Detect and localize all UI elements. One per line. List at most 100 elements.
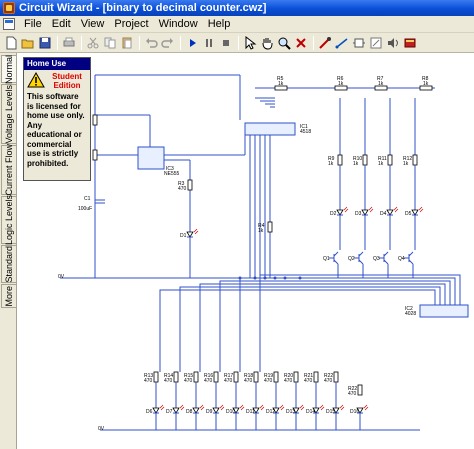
led-d10[interactable] (232, 407, 240, 414)
led-d10-rays[interactable] (239, 404, 245, 411)
resistor-r21[interactable] (313, 371, 319, 383)
led-d2-rays[interactable] (343, 206, 349, 213)
cut-icon[interactable] (85, 35, 100, 50)
tab-current-flow[interactable]: Current Flow (1, 144, 16, 196)
led-d4-rays[interactable] (393, 206, 399, 213)
led-d15-rays[interactable] (339, 404, 345, 411)
bundle-wire[interactable] (159, 289, 436, 372)
resistor-r8[interactable] (419, 85, 433, 91)
resistor-r12[interactable] (412, 154, 418, 166)
resistor-r20[interactable] (293, 371, 299, 383)
led-d16[interactable] (356, 407, 364, 414)
bundle-wire[interactable] (239, 277, 456, 372)
app-icon[interactable] (3, 2, 15, 14)
menu-project[interactable]: Project (114, 17, 149, 30)
led-d16-rays[interactable] (363, 404, 369, 411)
transistor-q1-collector[interactable] (333, 251, 339, 257)
print-icon[interactable] (61, 35, 76, 50)
save-icon[interactable] (37, 35, 52, 50)
led-d7-rays[interactable] (179, 404, 185, 411)
resistor-r15[interactable] (193, 371, 199, 383)
tab-normal[interactable]: Normal (1, 55, 16, 84)
led-d6[interactable] (152, 407, 160, 414)
menu-edit[interactable]: Edit (51, 17, 71, 30)
led-d11[interactable] (252, 407, 260, 414)
transistor-q4-emitter[interactable] (408, 259, 414, 265)
tab-standard[interactable]: Standard (1, 245, 16, 283)
led-d8[interactable] (192, 407, 200, 414)
junction-dot[interactable] (238, 276, 242, 280)
junction-dot[interactable] (283, 276, 287, 280)
resistor-r22[interactable] (333, 371, 339, 383)
part-icon[interactable] (368, 35, 383, 50)
led-d11-rays[interactable] (259, 404, 265, 411)
led-d6-rays[interactable] (159, 404, 165, 411)
resistor-r14[interactable] (173, 371, 179, 383)
resistor-r6[interactable] (334, 85, 348, 91)
ic3-chip[interactable] (137, 146, 165, 170)
document-icon[interactable] (3, 18, 15, 30)
book-icon[interactable] (402, 35, 417, 50)
resistor-r16[interactable] (213, 371, 219, 383)
resistor-r22-extra[interactable] (357, 384, 363, 396)
bundle-wire[interactable] (259, 274, 461, 372)
menu-help[interactable]: Help (207, 17, 231, 30)
menu-window[interactable]: Window (158, 17, 198, 30)
paste-icon[interactable] (119, 35, 134, 50)
led-d9-rays[interactable] (219, 404, 225, 411)
wire-icon[interactable] (334, 35, 349, 50)
select-arrow-icon[interactable] (242, 35, 257, 50)
resistor-r1[interactable] (92, 114, 98, 126)
bundle-wire[interactable] (199, 283, 446, 372)
transistor-q4-collector[interactable] (408, 251, 414, 257)
led-d3[interactable] (361, 209, 369, 216)
component-icon[interactable] (351, 35, 366, 50)
resistor-r10[interactable] (362, 154, 368, 166)
new-file-icon[interactable] (3, 35, 18, 50)
bundle-wire[interactable] (179, 286, 441, 372)
resistor-r9[interactable] (337, 154, 343, 166)
probe-icon[interactable] (317, 35, 332, 50)
zoom-icon[interactable] (276, 35, 291, 50)
resistor-r5[interactable] (274, 85, 288, 91)
menu-view[interactable]: View (80, 17, 105, 30)
pause-icon[interactable] (201, 35, 216, 50)
transistor-q3-collector[interactable] (383, 251, 389, 257)
led-d14-rays[interactable] (319, 404, 325, 411)
resistor-r11[interactable] (387, 154, 393, 166)
junction-dot[interactable] (298, 276, 302, 280)
led-d3-rays[interactable] (368, 206, 374, 213)
junction-dot[interactable] (273, 276, 277, 280)
bundle-wire[interactable] (219, 280, 451, 372)
undo-icon[interactable] (143, 35, 158, 50)
junction-dot[interactable] (253, 276, 257, 280)
led-d5-rays[interactable] (418, 206, 424, 213)
circuit-canvas[interactable]: 0V0VR1R2C1100uFIC3NE555R3470D1IC14518R41… (18, 53, 474, 449)
junction-dot[interactable] (263, 276, 267, 280)
transistor-q1-emitter[interactable] (333, 259, 339, 265)
led-d5[interactable] (411, 209, 419, 216)
led-d1[interactable] (186, 231, 194, 238)
led-d9[interactable] (212, 407, 220, 414)
resistor-r4[interactable] (267, 221, 273, 233)
stop-icon[interactable] (218, 35, 233, 50)
resistor-r2[interactable] (92, 149, 98, 161)
sound-icon[interactable] (385, 35, 400, 50)
copy-icon[interactable] (102, 35, 117, 50)
led-d12[interactable] (272, 407, 280, 414)
resistor-r13[interactable] (153, 371, 159, 383)
led-d15[interactable] (332, 407, 340, 414)
ic2-chip[interactable] (419, 304, 469, 318)
led-d13[interactable] (292, 407, 300, 414)
resistor-r18[interactable] (253, 371, 259, 383)
resistor-r17[interactable] (233, 371, 239, 383)
led-d12-rays[interactable] (279, 404, 285, 411)
led-d8-rays[interactable] (199, 404, 205, 411)
led-d4[interactable] (386, 209, 394, 216)
transistor-q3-emitter[interactable] (383, 259, 389, 265)
tab-voltage-levels[interactable]: Voltage Levels (1, 84, 16, 144)
open-folder-icon[interactable] (20, 35, 35, 50)
resistor-r3[interactable] (187, 179, 193, 191)
led-d1-rays[interactable] (193, 228, 199, 235)
redo-icon[interactable] (160, 35, 175, 50)
